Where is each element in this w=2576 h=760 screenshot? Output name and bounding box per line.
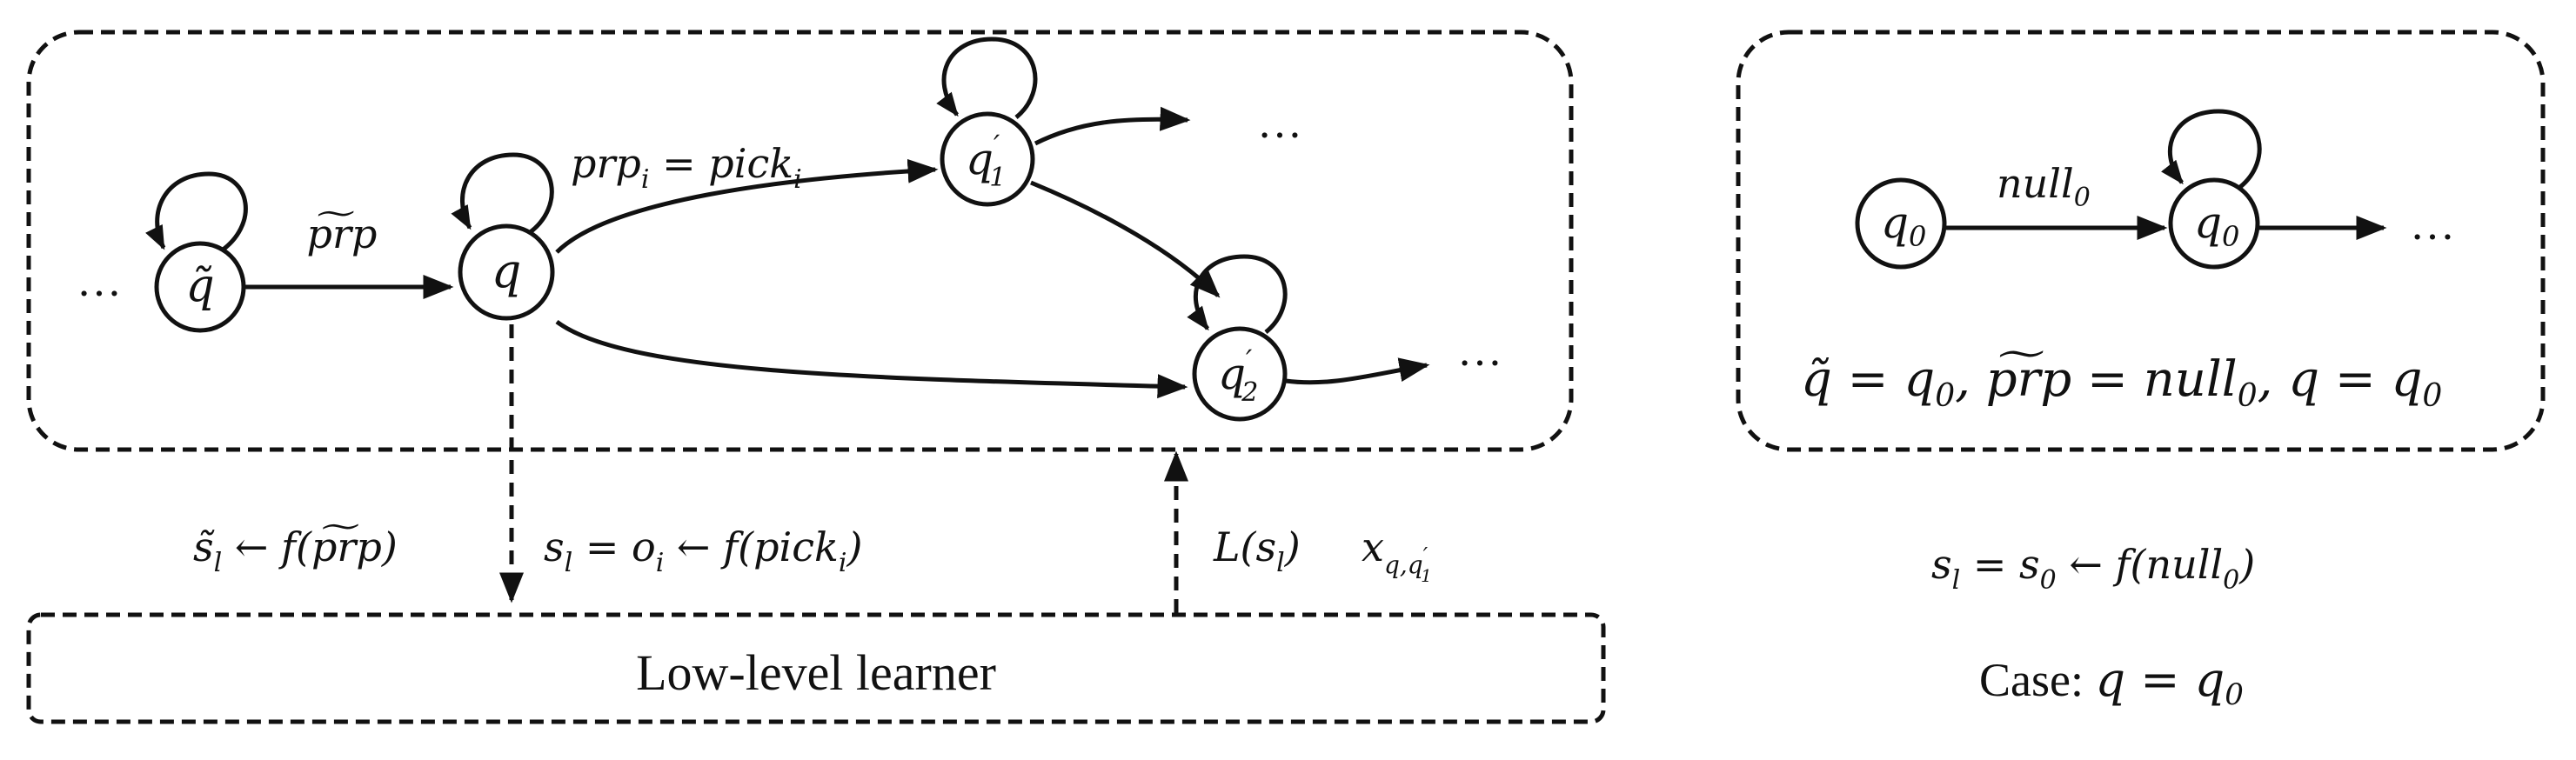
case-self-loop-q0 [2161, 109, 2262, 189]
label-x-q-q1: xq,q′1 [1362, 523, 1432, 586]
label-labeling-function: L(sl) [1213, 523, 1301, 578]
right-ellipsis: … [1457, 326, 1502, 376]
svg-text:prpi = picki: prpi = picki [571, 140, 802, 195]
state-q: q [451, 152, 555, 321]
state-circle-q-tilde [154, 241, 246, 333]
case-panel-border [1736, 30, 2546, 452]
label-s-tilde-assignment: s̃l ← f(p͠rp) [193, 523, 398, 578]
edge-label-pick: prpi = picki [571, 140, 802, 195]
svg-text:q0: q0 [1881, 197, 1926, 253]
left-ellipsis: … [77, 257, 122, 306]
case-sl-assignment: sl = s0 ← f(null0) [1931, 541, 2255, 596]
learner-label: Low-level learner [636, 644, 996, 701]
label-s-assignment: sl = oi ← f(picki) [544, 523, 862, 578]
state-q2-prime: q′2 [1187, 254, 1288, 422]
edge-q-to-q2-prime [555, 319, 1188, 399]
state-label-q: q [492, 243, 522, 298]
svg-text:q′1: q′1 [966, 129, 1006, 193]
self-loop-q-tilde [145, 171, 248, 255]
edge-label-prp-tilde: p͠rp [307, 210, 378, 257]
svg-text:q0: q0 [2194, 197, 2239, 253]
svg-text:L(sl): L(sl) [1213, 523, 1301, 578]
svg-text:Case: q = q0: Case: q = q0 [1979, 652, 2244, 712]
self-loop-q [451, 152, 554, 236]
state-label-q1-prime: q [966, 134, 994, 184]
learner-box [26, 612, 1606, 724]
main-panel-border [26, 30, 1574, 452]
case-edge-label-null: null0 [1997, 160, 2091, 213]
case-equation: q̃ = q0, p͠rp = null0, q = q0 [1801, 350, 2442, 414]
state-circle-q2-prime [1192, 326, 1288, 422]
svg-text:q̃ = q0, p͠rp = null0, q = q0: q̃ = q0, p͠rp = null0, q = q0 [1801, 350, 2442, 414]
svg-text:xq,q′1: xq,q′1 [1362, 523, 1432, 586]
case-ellipsis: … [2410, 200, 2455, 250]
top-ellipsis: … [1257, 98, 1302, 148]
case-state-q0-right: q0 [2161, 109, 2262, 270]
case-state-q0-left: q0 [1855, 177, 1947, 270]
case-caption: Case: q = q0 [1979, 652, 2244, 712]
state-circle-q [458, 223, 555, 321]
svg-text:q′2: q′2 [1218, 343, 1258, 408]
state-label-q2-prime: q [1218, 349, 1246, 399]
state-circle-q1-prime [940, 111, 1035, 207]
state-q1-prime: q′1 [936, 37, 1038, 207]
edge-q-to-q1-prime [555, 158, 939, 254]
svg-text:sl = s0 ← f(null0): sl = s0 ← f(null0) [1931, 541, 2255, 596]
svg-text:s̃l ← f(p͠rp): s̃l ← f(p͠rp) [193, 523, 398, 578]
edge-q1-prime-to-q2-prime [1030, 180, 1221, 298]
edge-q2-prime-to-ellipsis [1285, 357, 1430, 385]
state-label-q-tilde: q̃ [185, 260, 214, 312]
self-loop-q2-prime [1187, 254, 1288, 334]
self-loop-q1-prime [936, 37, 1038, 119]
state-q-tilde: q̃ [145, 171, 248, 333]
svg-text:sl = oi ← f(picki): sl = oi ← f(picki) [544, 523, 862, 578]
edge-q1-prime-to-ellipsis [1034, 106, 1191, 146]
